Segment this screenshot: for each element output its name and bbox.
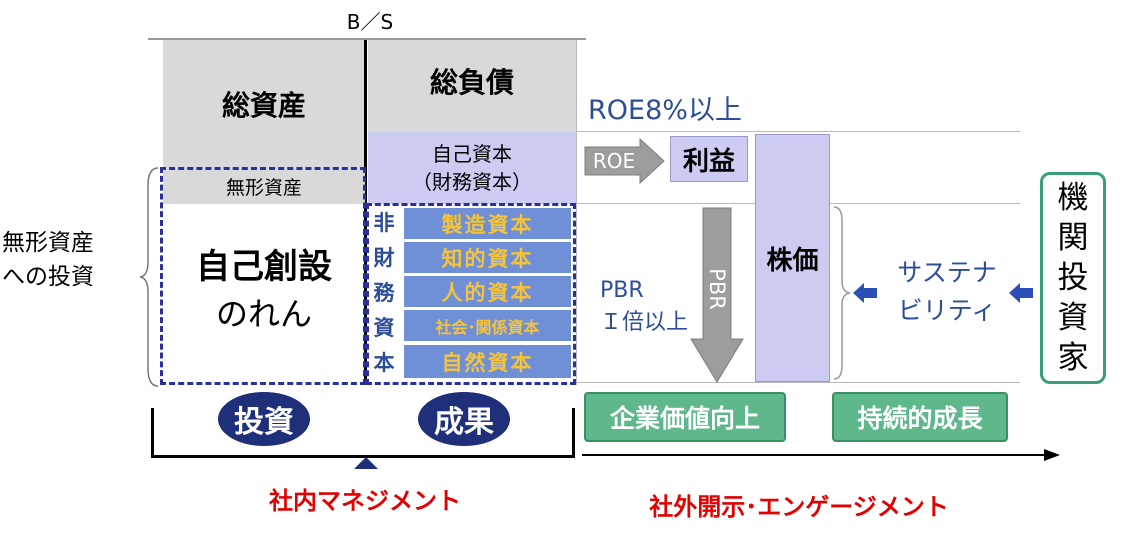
- bs-right-rule: [576, 40, 577, 385]
- corporate-value-label: 企業価値向上: [609, 404, 760, 433]
- investor-char: 家: [1057, 340, 1089, 376]
- intangible-investment-label: 無形資産 への投資: [2, 226, 142, 294]
- grid-line-3: [576, 382, 1020, 383]
- investor-arrow-left: [1009, 283, 1033, 303]
- social-relationship-capital: 社会･関係資本: [404, 310, 571, 341]
- equity-label: 自己資本: [432, 142, 512, 166]
- stock-price-box: 株価: [755, 134, 830, 382]
- profit-box: 利益: [670, 136, 748, 182]
- total-assets-label: 総資産: [221, 89, 306, 122]
- nf-char: 財: [373, 246, 395, 270]
- bs-title: B／S: [346, 9, 394, 34]
- total-assets-cell: 総資産: [163, 40, 365, 168]
- pbr-target-line2: Ｉ倍以上: [600, 310, 689, 335]
- goodwill-cell: 自己創設 のれん: [166, 230, 362, 350]
- sustainability-line1: サステナ: [897, 258, 997, 287]
- grid-line-1: [576, 131, 1020, 132]
- investor-char: 関: [1057, 220, 1089, 256]
- intellectual-capital: 知的資本: [404, 242, 571, 273]
- intangible-assets-label: 無形資産: [225, 176, 302, 199]
- equity-sublabel: （財務資本）: [412, 170, 532, 194]
- sustainable-growth-box: 持続的成長: [832, 392, 1008, 442]
- investor-box: 機 関 投 資 家: [1040, 172, 1106, 384]
- nf-char: 務: [373, 281, 395, 305]
- external-disclosure-label: 社外開示･エンゲージメント: [649, 492, 949, 521]
- intangible-assets-cell: 無形資産: [163, 168, 365, 204]
- nf-char: 資: [373, 316, 395, 340]
- nf-char: 非: [373, 211, 395, 235]
- sustainability-arrow-left: [853, 283, 877, 303]
- goodwill-sublabel: のれん: [215, 295, 312, 333]
- investor-char: 資: [1057, 300, 1089, 336]
- investor-char: 投: [1057, 260, 1089, 296]
- equity-cell: 自己資本 （財務資本）: [368, 132, 576, 204]
- intangible-investment-line2: への投資: [2, 264, 94, 290]
- left-brace: [139, 167, 159, 387]
- corporate-value-box: 企業価値向上: [584, 392, 786, 442]
- pbr-arrow: [690, 207, 744, 383]
- roe-target-label: ROE8%以上: [588, 95, 742, 126]
- non-financial-vertical-label: 非 財 務 資 本: [370, 206, 398, 381]
- nf-char: 本: [373, 351, 395, 375]
- profit-label: 利益: [682, 146, 735, 177]
- pbr-target-label: PBR Ｉ倍以上: [600, 275, 688, 339]
- intangible-dashed-box: [160, 167, 366, 385]
- bs-top-rule: [148, 38, 586, 40]
- goodwill-label: 自己創設: [196, 247, 332, 287]
- right-brace: [833, 206, 851, 380]
- pbr-target-line1: PBR: [600, 278, 644, 303]
- total-liabilities-cell: 総負債: [368, 40, 576, 132]
- management-bracket: [151, 408, 575, 458]
- bracket-pivot-triangle: [354, 457, 378, 469]
- investor-char: 機: [1057, 180, 1089, 216]
- pbr-arrow-label: PBR: [705, 268, 729, 310]
- sustainability-line2: ビリティ: [897, 296, 997, 325]
- roe-arrow-label: ROE: [592, 149, 636, 173]
- result-oval: 成果: [418, 392, 510, 446]
- manufactured-capital: 製造資本: [404, 208, 571, 239]
- non-financial-dashed-box: [366, 203, 576, 385]
- investment-oval: 投資: [218, 392, 310, 446]
- stock-price-label: 株価: [766, 245, 819, 276]
- investment-label: 投資: [234, 405, 294, 440]
- roe-arrow: [584, 138, 665, 184]
- total-liabilities-label: 総負債: [429, 66, 514, 99]
- internal-management-label: 社内マネジメント: [269, 486, 461, 515]
- sustainable-growth-label: 持続的成長: [857, 404, 983, 433]
- human-capital: 人的資本: [404, 276, 571, 307]
- result-label: 成果: [434, 405, 494, 440]
- timeline-arrow: [582, 449, 1060, 461]
- natural-capital: 自然資本: [404, 345, 571, 378]
- sustainability-label: サステナ ビリティ: [882, 254, 1012, 330]
- intangible-investment-line1: 無形資産: [2, 230, 94, 256]
